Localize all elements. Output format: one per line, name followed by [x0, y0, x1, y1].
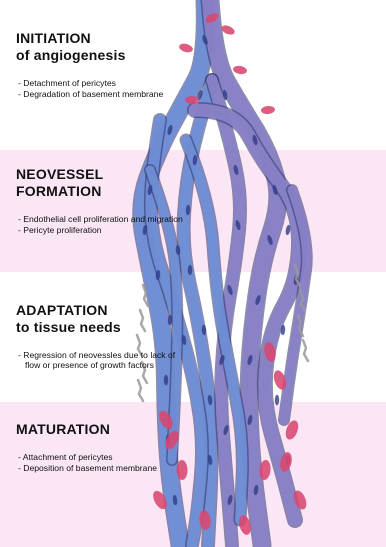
stage-bullets: Detachment of pericytes Degradation of b…	[16, 78, 186, 100]
regression-debris	[303, 340, 308, 361]
stage-title-line-1: INITIATION	[16, 30, 186, 47]
bullet-item: Pericyte proliferation	[18, 225, 186, 235]
stage-title: INITIATION of angiogenesis	[16, 30, 186, 64]
stage-initiation: INITIATION of angiogenesis Detachment of…	[16, 30, 186, 100]
stage-title-line-1: ADAPTATION	[16, 302, 186, 319]
stage-title-line-2: FORMATION	[16, 183, 186, 200]
stage-bullets: Endothelial cell proliferation and migra…	[16, 214, 186, 236]
bullet-item: Degradation of basement membrane	[18, 89, 186, 99]
stage-maturation: MATURATION Attachment of pericytes Depos…	[16, 421, 186, 474]
stage-title: ADAPTATION to tissue needs	[16, 302, 186, 336]
stage-title-line-1: MATURATION	[16, 421, 186, 438]
stage-title-line-2: of angiogenesis	[16, 47, 186, 64]
bullet-item: Endothelial cell proliferation and migra…	[18, 214, 186, 224]
endothelial-nucleus	[188, 265, 192, 275]
stage-bullets: Attachment of pericytes Deposition of ba…	[16, 452, 186, 474]
stage-title: NEOVESSEL FORMATION	[16, 166, 186, 200]
stage-title-line-1: NEOVESSEL	[16, 166, 186, 183]
stage-neovessel-formation: NEOVESSEL FORMATION Endothelial cell pro…	[16, 166, 186, 236]
pericyte	[261, 105, 276, 114]
stage-bullets: Regression of neovessles due to lack of …	[16, 350, 186, 371]
stage-title: MATURATION	[16, 421, 186, 438]
bullet-item: Deposition of basement membrane	[18, 463, 186, 473]
pericyte	[232, 65, 247, 75]
endothelial-nucleus	[275, 395, 280, 405]
bullet-item: Regression of neovessles due to lack of …	[18, 350, 186, 371]
bullet-item: Attachment of pericytes	[18, 452, 186, 462]
regression-debris	[138, 380, 143, 401]
stage-adaptation: ADAPTATION to tissue needs Regression of…	[16, 302, 186, 371]
stage-title-line-2: to tissue needs	[16, 319, 186, 336]
bullet-item: Detachment of pericytes	[18, 78, 186, 88]
